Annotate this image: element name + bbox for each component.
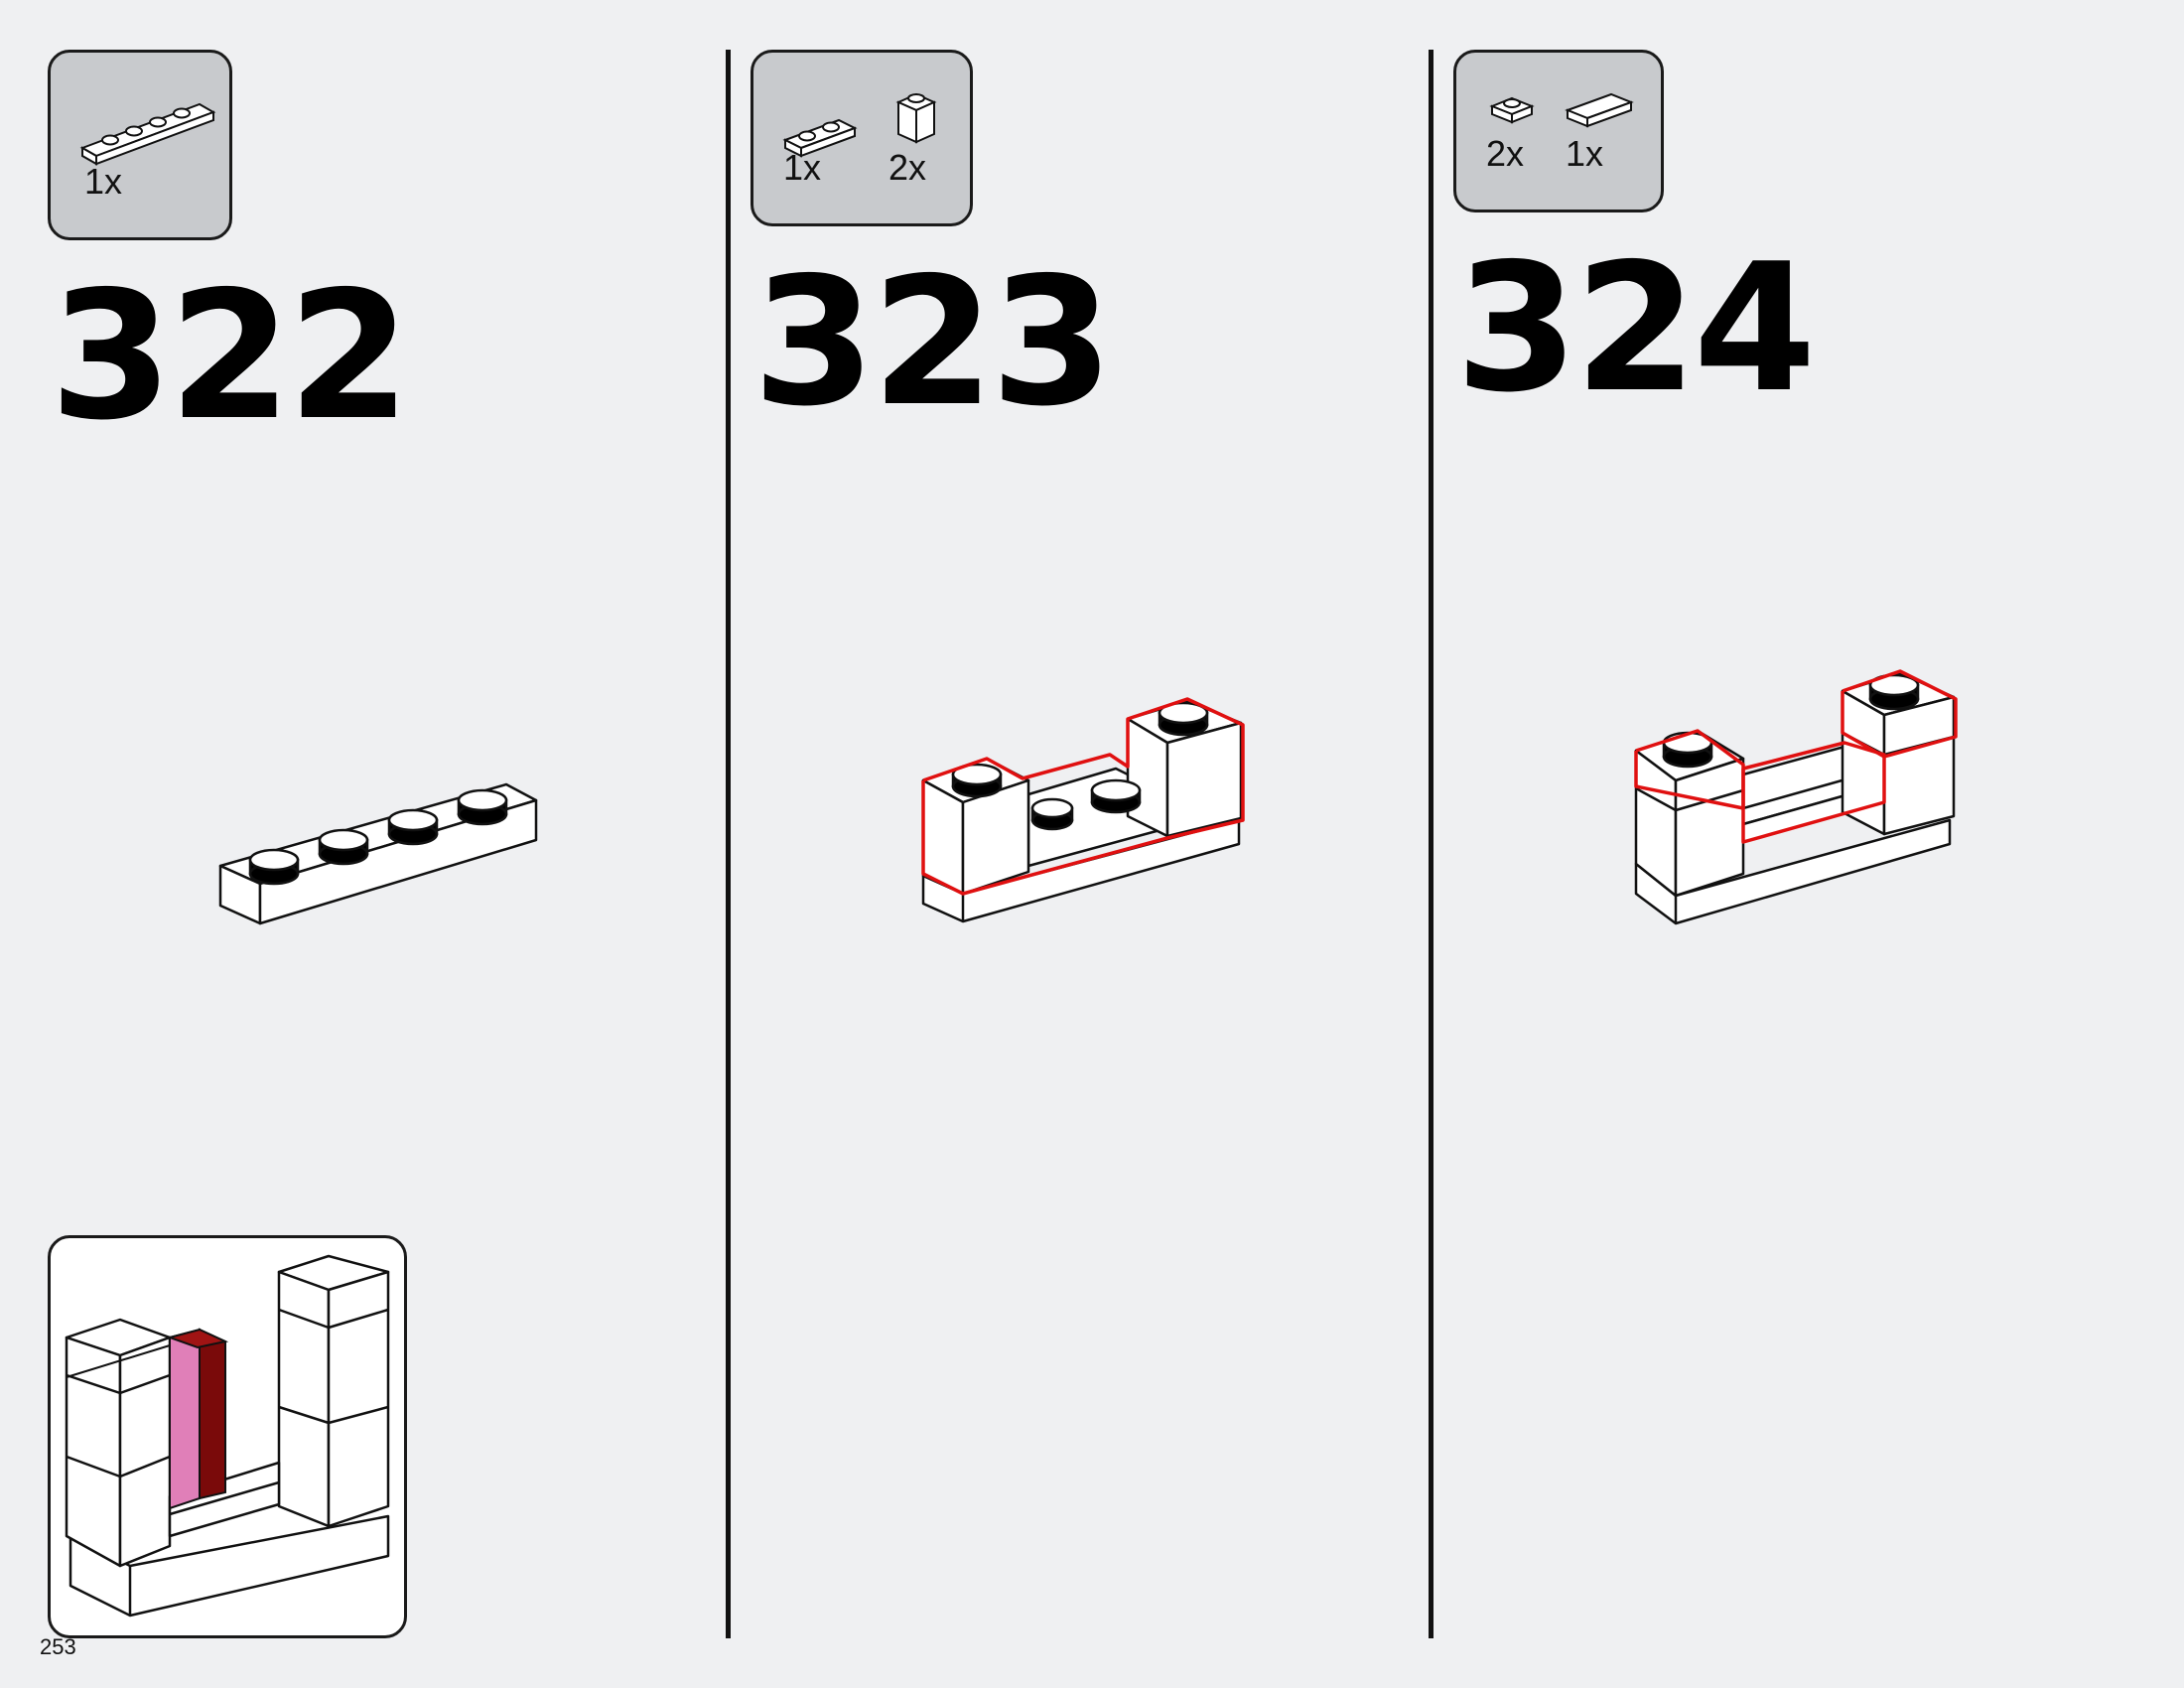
step-number-322: 322 xyxy=(50,253,411,459)
part-count: 2x xyxy=(1486,133,1525,174)
part-count: 1x xyxy=(1566,133,1604,174)
tile-1x2-icon xyxy=(1565,92,1634,128)
parts-callout-step-322: 1x xyxy=(48,50,232,240)
column-divider xyxy=(726,50,731,1638)
plate-1x4-icon xyxy=(79,102,216,166)
page-number: 253 xyxy=(40,1634,76,1659)
part-count: 1x xyxy=(84,161,123,202)
brick-1x1-icon xyxy=(895,92,937,144)
column-divider xyxy=(1429,50,1433,1638)
step-number-324: 324 xyxy=(1455,225,1817,431)
jumper-plate-1x2-icon xyxy=(782,118,858,158)
parts-callout-step-324: 2x 1x xyxy=(1453,50,1664,212)
step-number-323: 323 xyxy=(752,239,1114,445)
part-count: 1x xyxy=(783,147,822,188)
parts-callout-step-323: 1x 2x xyxy=(751,50,973,226)
part-count: 2x xyxy=(888,147,927,188)
plate-1x1-icon xyxy=(1489,96,1535,124)
sub-assembly-illustration xyxy=(65,1254,390,1618)
sub-assembly-callout xyxy=(48,1235,407,1638)
